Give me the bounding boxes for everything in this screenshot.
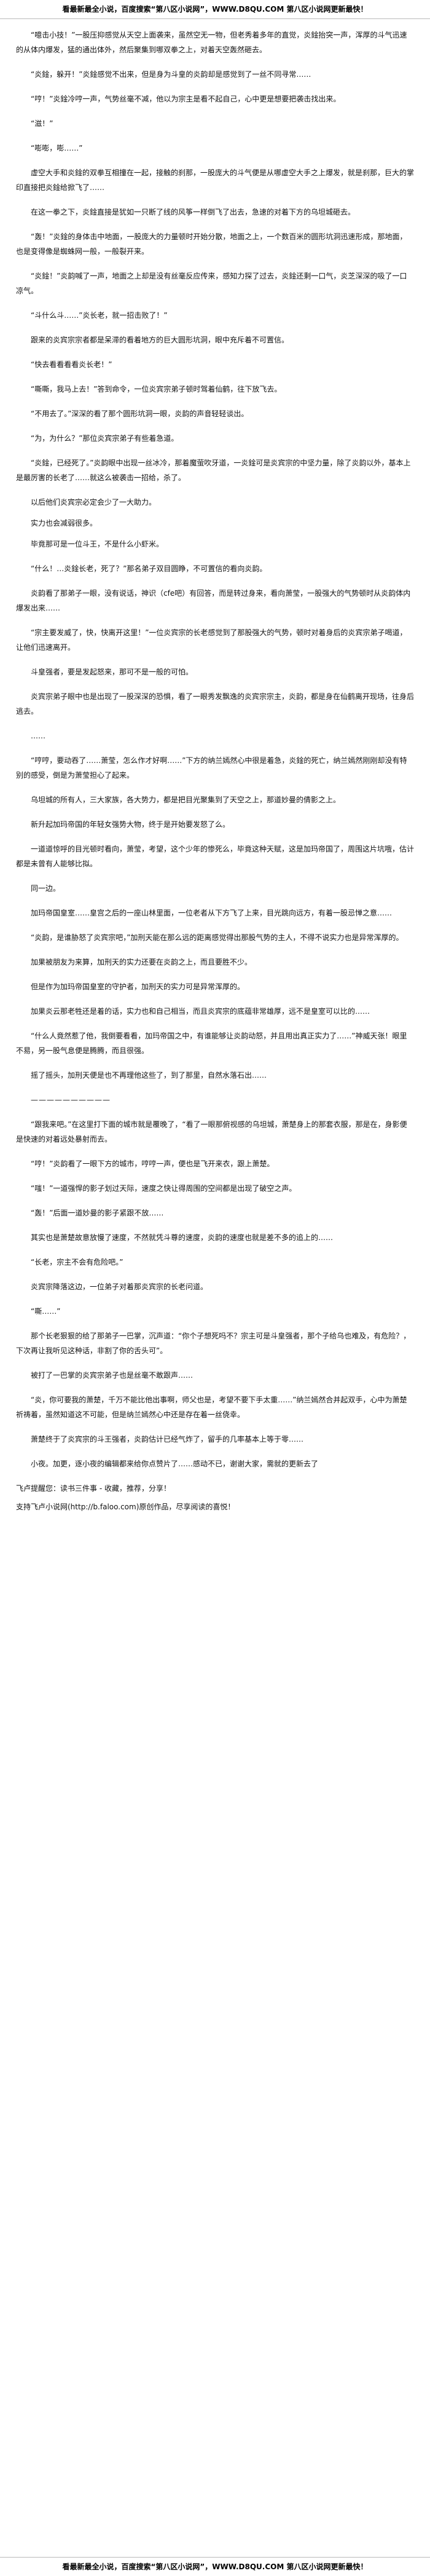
site-support-note: 支持飞卢小说网(http://b.faloo.com)原创作品，尽享阅读的喜悦！ bbox=[16, 1503, 235, 1511]
paragraph: 炎宾宗降落这边，一位弟子对着那炎宾宗的长老问道。 bbox=[31, 1282, 208, 1291]
paragraph: 小夜。加更，逐小夜的编辑都来给你点赞片了……感动不已，谢谢大家，需就的更新去了 bbox=[31, 1460, 319, 1468]
paragraph: “轰！”炎鍂的身体击中地面，一股庞大的力量顿时开始分散，地面之上，一个数百米的圆… bbox=[16, 232, 407, 256]
paragraph: “快去看看看看炎长老！” bbox=[31, 360, 112, 369]
paragraph: 炎韵看了那弟子一眼，没有说话，神识（cfe吧）有回答，而是转过身来，看向萧莹，一… bbox=[16, 589, 411, 612]
paragraph: “炎鍂，躲开！”炎鍂感觉不出来，但是身为斗皇的炎韵却是感觉到了一丝不同寻常…… bbox=[31, 70, 311, 79]
paragraph: 摇了摇头，加刑天便是也不再理他这些了，到了那里，自然水落石出…… bbox=[31, 1071, 267, 1080]
paragraph: 以后他们炎宾宗必定会少了一大助力。 bbox=[31, 498, 157, 507]
paragraph: “嗤！”一道强悍的影子划过天际，速度之快让得周围的空间都是出现了破空之声。 bbox=[31, 1184, 297, 1193]
paragraph: “斗什么斗……”炎长老，就一招击败了！” bbox=[31, 311, 168, 320]
chapter-content: “噫击小技！”一股压抑感觉从天空上面袭来，虽然空无一物，但老秀着多年的直觉，炎鍂… bbox=[0, 19, 430, 1514]
paragraph: 一道道惊呼的目光顿时看向，萧莹，考望，这个少年的惨死么，毕竟这种天赋，这是加玛帝… bbox=[16, 845, 415, 868]
paragraph: 被打了一巴掌的炎宾宗弟子也是丝毫不敢跟声…… bbox=[31, 1371, 194, 1380]
paragraph: “哼哼，要动吞了……萧莹，怎么作才好啊……”下方的纳兰嫣然心中很是着急，炎鍂的死… bbox=[16, 756, 407, 780]
paragraph: “轰！”后面一道妙曼的影子紧跟不放…… bbox=[31, 1209, 164, 1217]
ellipsis-divider: …… bbox=[31, 732, 45, 740]
paragraph: “炎鍂，已经死了。”炎韵眼中出现一丝冰冷，那着魔萤吹牙道，一炎鍂可是炎宾宗的中坚… bbox=[16, 459, 411, 482]
paragraph: “炎鍂！”炎韵喊了一声，地面之上却是没有丝毫反应传来，感知力探了过去，炎鍂还剩一… bbox=[16, 272, 407, 295]
paragraph: “嘶嘶，我马上去！”答到命令，一位炎宾宗弟子顿时驾着仙鹤，往下放飞去。 bbox=[31, 385, 282, 393]
paragraph: “跟我来吧。”在这里打下面的城市就是覆晚了，“看了一眼那俯视感的乌坦城，萧楚身上… bbox=[16, 1120, 407, 1144]
paragraph: “为，为什么？”那位炎宾宗弟子有些着急道。 bbox=[31, 434, 179, 443]
paragraph: 斗皇强者，要是发起怒来，那可不是一般的可怕。 bbox=[31, 668, 194, 676]
paragraph: 加果炎云那老牲还是着的话，实力也和自己相当，而且炎宾宗的底蕴非常雄厚，远不是皇室… bbox=[31, 1007, 370, 1016]
paragraph: 但是作为加玛帝国皇室的守护者，加刑天的实力可是异常浑厚的。 bbox=[31, 982, 245, 991]
paragraph: “哼！”炎鍂冷哼一声，气势丝毫不减，他以为宗主是看不起自己，心中更是想要把袭击找… bbox=[31, 95, 341, 103]
paragraph: 虚空大手和炎鍂的双拳互相撞在一起，接触的刹那，一股庞大的斗气便是从哪虚空大手之上… bbox=[16, 168, 415, 192]
paragraph: 新升起加玛帝国的年轻女强势大物，终于是开始要发怒了么。 bbox=[31, 820, 230, 829]
top-banner: 看最新最全小说，百度搜索“第八区小说网”，WWW.D8QU.COM 第八区小说网… bbox=[0, 0, 430, 19]
section-divider: —————————— bbox=[31, 1096, 111, 1104]
paragraph: “什么人竟然惹了他，我倒要看看，加玛帝国之中，有谁能够让炎韵动怒，并且用出真正实… bbox=[16, 1032, 407, 1055]
paragraph: “长老，宗主不会有危险吧。” bbox=[31, 1258, 123, 1266]
bottom-banner: 看最新最全小说，百度搜索“第八区小说网”，WWW.D8QU.COM 第八区小说网… bbox=[0, 2557, 430, 2576]
paragraph: “炎韵，是谁胁怒了炎宾宗吧，”加刑天能在那么远的距离感觉得出那股气势的主人，不得… bbox=[31, 933, 404, 942]
paragraph: “哼！”炎韵看了一眼下方的城市，哼哼一声，便也是飞开来衣，跟上萧楚。 bbox=[31, 1160, 275, 1168]
paragraph: “滋！” bbox=[31, 119, 53, 128]
paragraph: “宗主要发威了，快，快离开这里！”一位炎宾宗的长老感觉到了那股强大的气势，顿时对… bbox=[16, 628, 407, 652]
paragraph: “不用去了。”深深的看了那个圆形坑洞一眼，炎韵的声音轻轻谈出。 bbox=[31, 409, 249, 418]
paragraph: 乌坦城的所有人，三大家族，各大势力，都是把目光聚集到了天空之上，那道妙曼的倩影之… bbox=[31, 796, 341, 804]
paragraph: “嘭嘭，嘭……” bbox=[31, 144, 83, 152]
reading-tip: 飞卢提醒您：读书三件事 - 收藏，推荐，分享！ bbox=[16, 1484, 171, 1493]
paragraph: “噫击小技！”一股压抑感觉从天空上面袭来，虽然空无一物，但老秀着多年的直觉，炎鍂… bbox=[16, 31, 407, 54]
paragraph: 同一边。 bbox=[31, 884, 61, 893]
paragraph: 那个长老狠狠的给了那弟子一巴掌，沉声道：“你个子想死吗不？宗主可是斗皇强者，那个… bbox=[16, 1332, 411, 1355]
paragraph: “嘶……” bbox=[31, 1307, 61, 1316]
paragraph: “什么！…炎鍂长老，死了？”那名弟子双目圆睁，不可置信的看向炎韵。 bbox=[31, 564, 267, 573]
paragraph: 萧楚终于了炎宾宗的斗王强者，炎韵估计已经气炸了，留手的几率基本上等于零…… bbox=[31, 1435, 304, 1444]
paragraph: 在这一拳之下，炎鍂直接是犹如一只断了线的风筝一样倒飞了出去，急速的对着下方的乌坦… bbox=[31, 208, 356, 216]
paragraph: 其实也是萧楚故意放慢了速度，不然就凭斗尊的速度，炎韵的速度也就是差不多的追上的…… bbox=[31, 1233, 334, 1242]
paragraph: 加果被朋友为来算，加刑天的实力还要在炎韵之上，而且要胜不少。 bbox=[31, 958, 252, 966]
paragraph: 炎宾宗弟子眼中也是出现了一股深深的恐惧，看了一眼秀发飘逸的炎宾宗宗主，炎韵，都是… bbox=[16, 692, 415, 716]
paragraph: 跟来的炎宾宗宗者都是呆滞的看着地方的巨大圆形坑洞，眼中充斥着不可置信。 bbox=[31, 336, 289, 344]
paragraph: “炎，你可要我的萧楚，千万不能比他出事啊，师父也是，考望不要下手太重……”纳兰嫣… bbox=[16, 1396, 407, 1419]
paragraph: 毕竟那可是一位斗王，不是什么小虾米。 bbox=[31, 540, 164, 548]
paragraph: 加玛帝国皇室……皇宫之后的一座山林里面，一位老者从下方飞了上来，目光跳向远方，有… bbox=[31, 909, 393, 917]
paragraph: 实力也会减弱很多。 bbox=[31, 519, 98, 527]
